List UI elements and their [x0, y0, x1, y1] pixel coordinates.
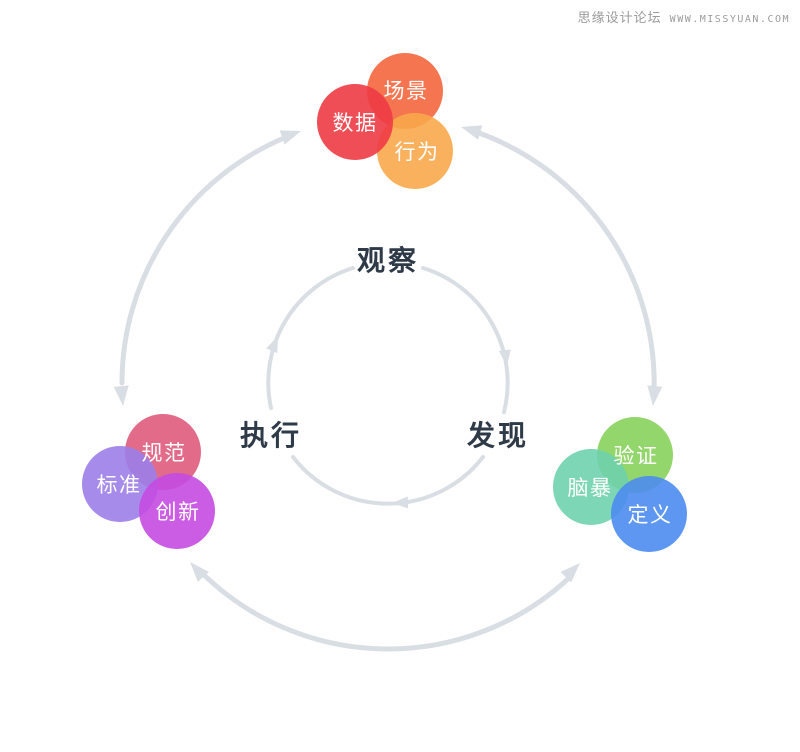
arrowhead-bottom-arc-to-left-cluster-icon [190, 562, 209, 582]
arrowhead-bottom-arc-to-right-cluster-icon [560, 563, 580, 583]
circle-define [611, 476, 687, 552]
watermark: 思缘设计论坛 WWW.MISSYUAN.COM [578, 7, 790, 26]
cluster-top: 场景 行为 数据 [317, 53, 453, 189]
label-verify: 验证 [614, 444, 659, 468]
outer-cycle [113, 125, 663, 652]
cluster-right: 验证 脑暴 定义 [553, 417, 687, 552]
cluster-left: 规范 标准 创新 [82, 414, 215, 549]
circle-standard [82, 446, 158, 522]
label-brainstorm: 脑暴 [568, 476, 613, 500]
watermark-site-url: WWW.MISSYUAN.COM [669, 14, 790, 25]
arrowhead-inner-left-icon [266, 336, 278, 354]
arrowhead-inner-right-icon [498, 349, 511, 366]
label-observe: 观察 [357, 244, 419, 277]
inner-arc-discover-to-execute [291, 455, 485, 506]
label-standard: 标准 [97, 473, 142, 497]
label-norm: 规范 [142, 441, 187, 465]
circle-behavior [377, 113, 453, 189]
inner-cycle: 观察 发现 执行 [240, 244, 529, 509]
label-behavior: 行为 [395, 140, 440, 164]
outer-arc-bottom [200, 571, 572, 652]
watermark-site-name: 思缘设计论坛 [577, 11, 662, 26]
circle-innovation [139, 473, 215, 549]
label-scene: 场景 [384, 79, 429, 103]
arrowhead-left-arc-to-top-cluster-icon [279, 130, 301, 145]
arrowhead-left-arc-to-left-cluster-icon [113, 385, 129, 406]
circle-brainstorm [553, 449, 629, 525]
arrowhead-right-arc-to-right-cluster-icon [647, 385, 663, 406]
label-data: 数据 [333, 111, 378, 135]
arrowhead-inner-bottom-icon [392, 496, 409, 509]
arrowhead-right-arc-to-top-cluster-icon [461, 125, 483, 140]
label-execute: 执行 [240, 419, 302, 452]
label-define: 定义 [628, 503, 673, 527]
inner-arc-observe-to-discover [421, 266, 510, 414]
outer-arc-right [476, 130, 657, 395]
outer-arc-left [119, 135, 287, 386]
label-innovation: 创新 [156, 500, 201, 524]
inner-arc-execute-to-observe [266, 266, 355, 410]
label-discover: 发现 [466, 419, 529, 452]
circle-data [317, 84, 393, 160]
